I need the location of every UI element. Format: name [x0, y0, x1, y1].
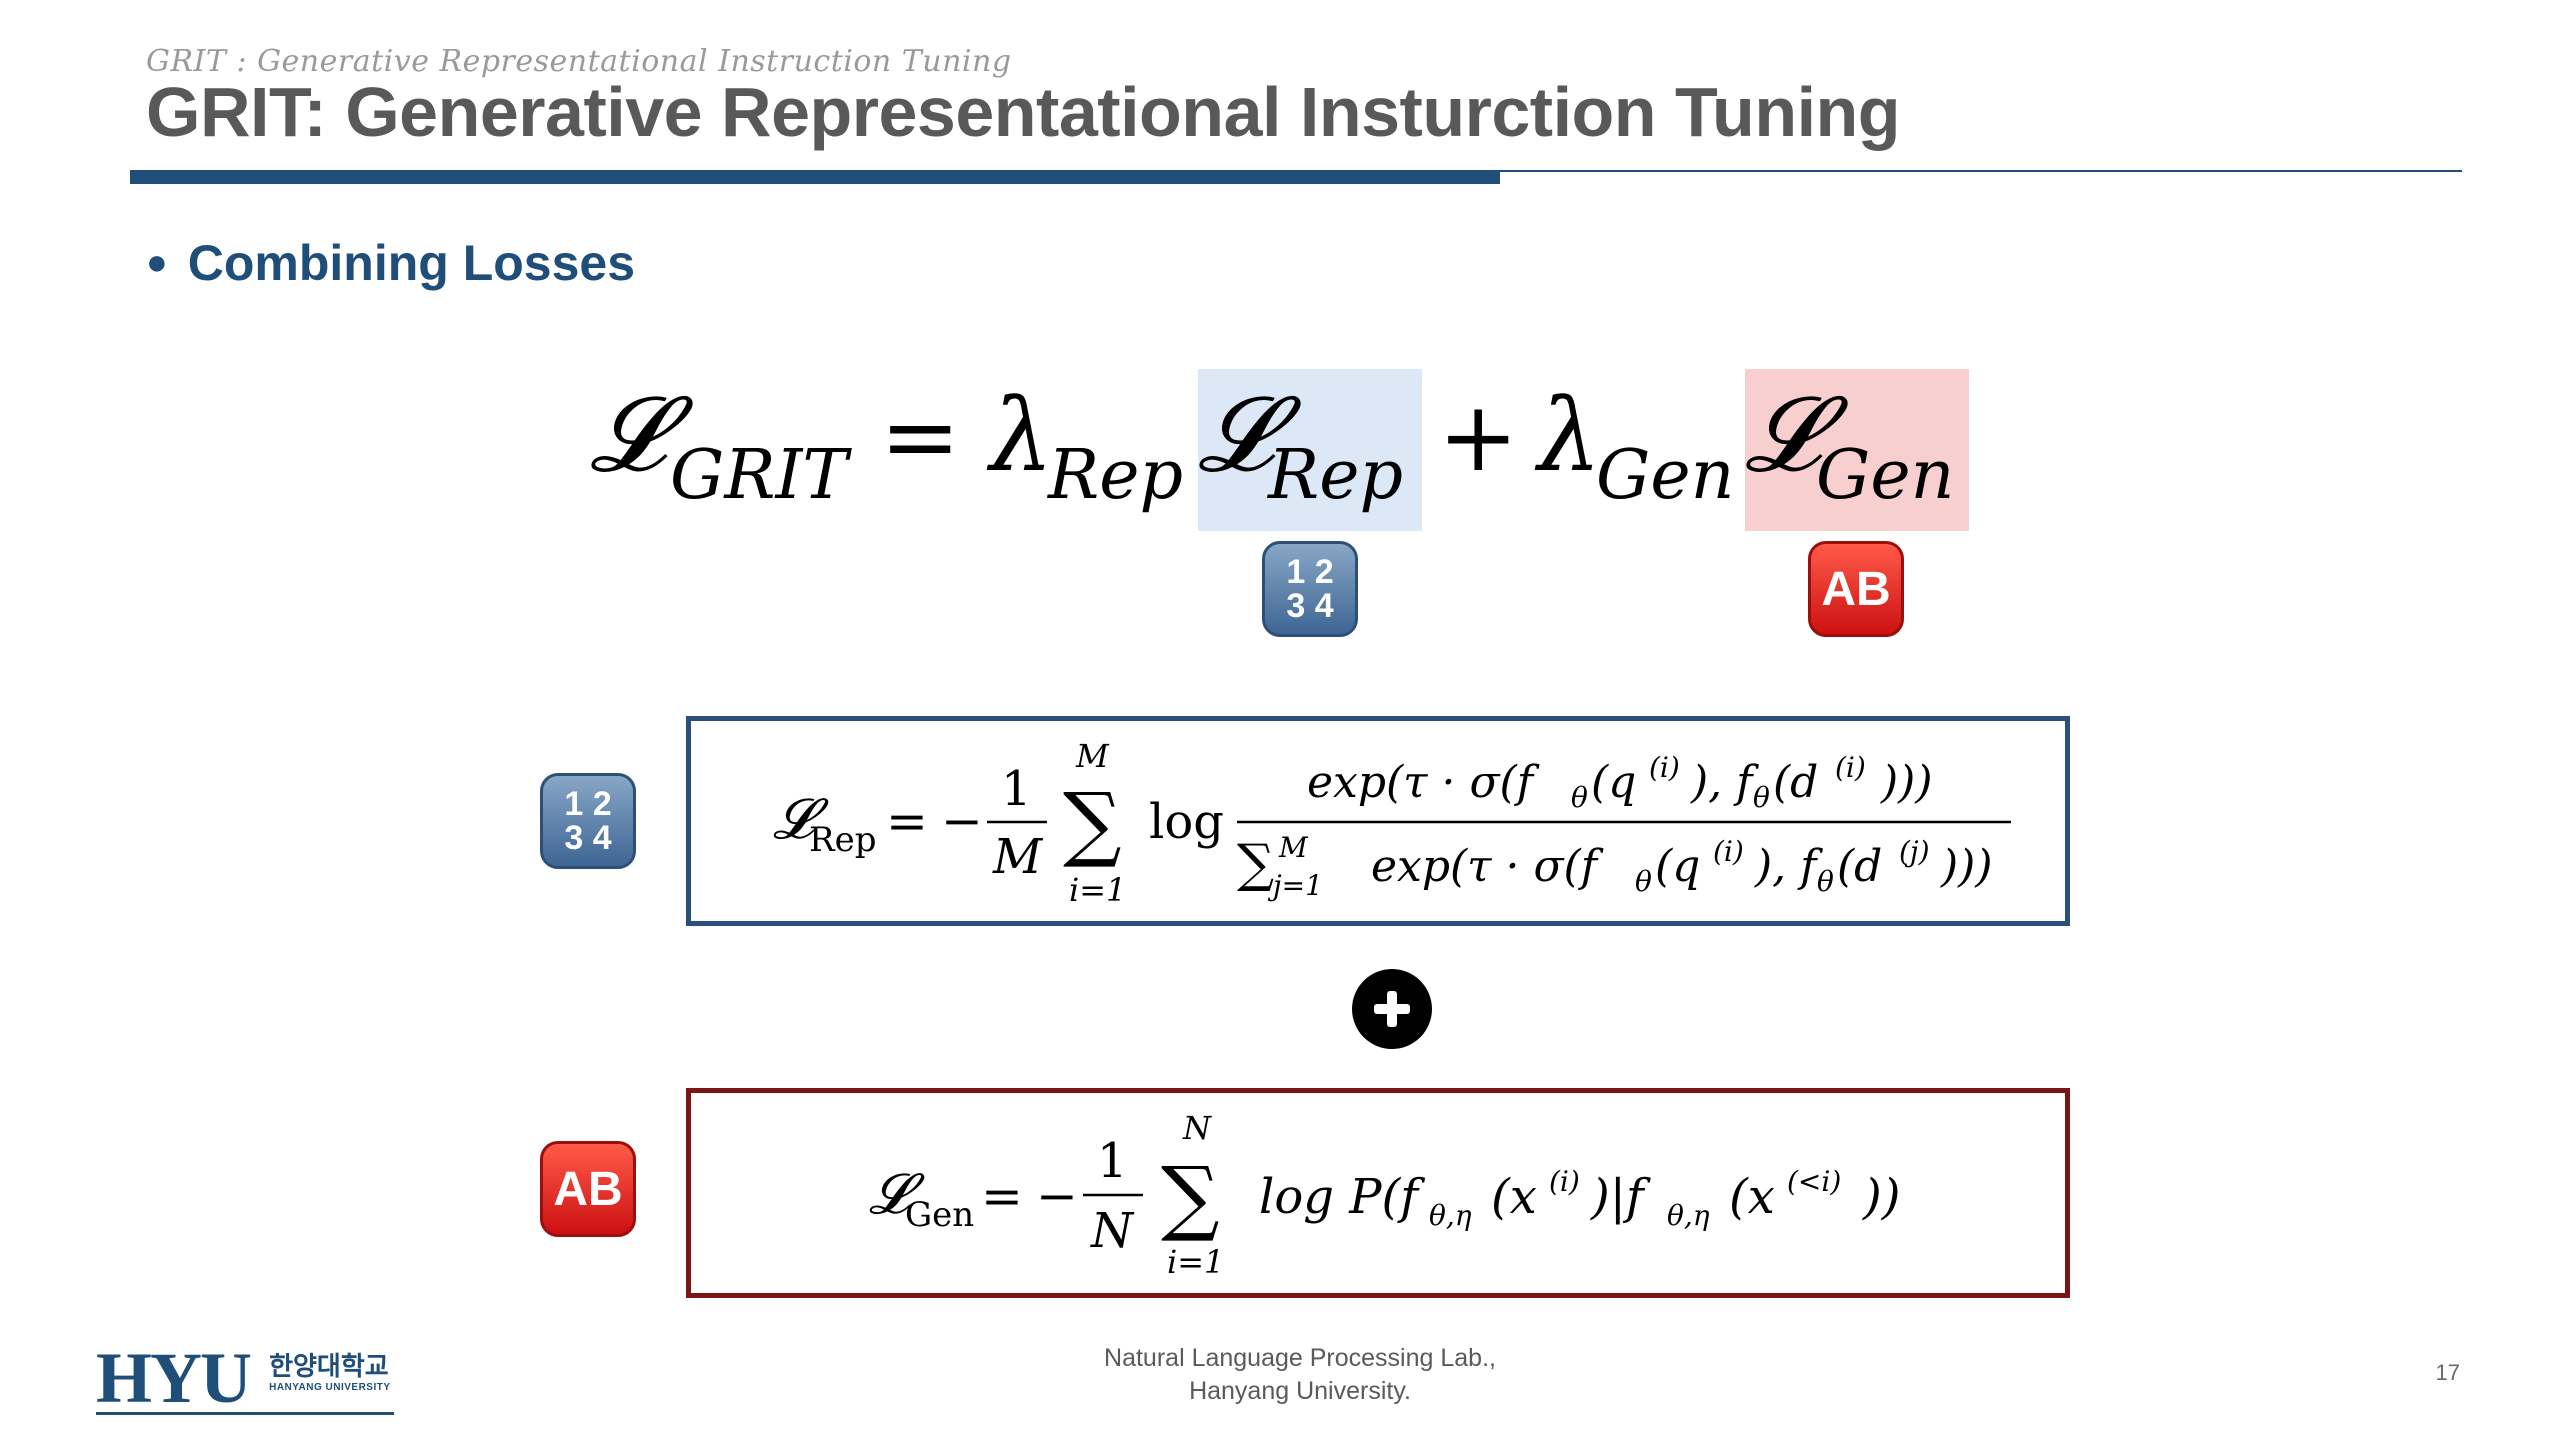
- lambda-rep: λ: [986, 377, 1053, 494]
- rep-loss-box: 𝓛 Rep = − 1 M M ∑ i=1 log exp(τ · σ(f θ …: [686, 716, 2070, 926]
- gen-minus: −: [1036, 1167, 1078, 1225]
- rep-frac-den: M: [992, 829, 1044, 885]
- lambda-rep-subscript: Rep: [1046, 436, 1183, 515]
- gen-end: )): [1862, 1169, 1900, 1225]
- equals-sign: =: [880, 381, 960, 493]
- rep-den-sup-i: (i): [1713, 835, 1744, 868]
- rep-den-theta2: θ: [1817, 865, 1834, 898]
- gen-highlight: [1745, 369, 1969, 531]
- loss-gen-subscript: Gen: [1816, 436, 1954, 515]
- lambda-gen: λ: [1534, 377, 1601, 494]
- gen-x-open-2: (x: [1729, 1169, 1775, 1225]
- gen-frac-den: N: [1090, 1203, 1135, 1259]
- page-number: 17: [2435, 1360, 2460, 1385]
- gen-bar: )|f: [1590, 1169, 1651, 1225]
- rep-sigma: ∑: [1063, 776, 1122, 871]
- bullet-dot-icon: ●: [146, 241, 168, 282]
- main-equation: 𝓛 GRIT = λ Rep 𝓛 Rep + λ Gen 𝓛 Gen: [590, 373, 1954, 515]
- rep-loss-formula: 𝓛 Rep = − 1 M M ∑ i=1 log exp(τ · σ(f θ …: [773, 737, 2011, 909]
- gen-log-p: log P(f: [1259, 1169, 1425, 1225]
- title-divider-thick: [130, 172, 1500, 184]
- rep-num-q: (q: [1591, 757, 1636, 808]
- loss-rep-subscript: Rep: [1266, 436, 1403, 515]
- gen-loss-icon: AB: [540, 1141, 636, 1237]
- footer-lab-line2: Hanyang University.: [1189, 1377, 1411, 1405]
- gen-sub-2: θ,η: [1667, 1199, 1710, 1232]
- gen-sigma: ∑: [1161, 1150, 1220, 1245]
- logo-korean: 한양대학교: [269, 1352, 389, 1382]
- lhs-subscript: GRIT: [670, 436, 852, 515]
- rep-num-sup-i2: (i): [1835, 751, 1866, 784]
- rep-sum-upper: M: [1075, 737, 1110, 775]
- gen-loss-formula: 𝓛 Gen = − 1 N N ∑ i=1 log P(f θ,η (x (i)…: [869, 1109, 1900, 1281]
- footer-lab: Natural Language Processing Lab., Hanyan…: [1030, 1342, 1570, 1408]
- rep-log: log: [1149, 794, 1224, 850]
- rep-num-theta: θ: [1571, 781, 1588, 814]
- gen-loss-box: 𝓛 Gen = − 1 N N ∑ i=1 log P(f θ,η (x (i)…: [686, 1088, 2070, 1298]
- rep-numerator: exp(τ · σ(f: [1307, 757, 1540, 808]
- rep-sum-lower: i=1: [1069, 871, 1126, 909]
- rep-num-d: ), f: [1690, 757, 1759, 808]
- rep-den-end: ))): [1940, 841, 1993, 892]
- title-divider-thin: [130, 170, 2462, 172]
- gen-lhs-sub: Gen: [905, 1195, 974, 1235]
- gen-sum-upper: N: [1182, 1109, 1212, 1147]
- bullet-item: ● Combining Losses: [146, 234, 635, 292]
- university-logo: HYU 한양대학교 HANYANG UNIVERSITY: [96, 1338, 394, 1418]
- rep-den-d2: (d: [1837, 841, 1882, 892]
- gen-sum-lower: i=1: [1167, 1243, 1224, 1281]
- rep-highlight: [1198, 369, 1422, 531]
- rep-num-theta2: θ: [1753, 781, 1770, 814]
- rep-minus: −: [941, 792, 983, 850]
- rep-den-sup-j: (j): [1899, 835, 1930, 868]
- rep-frac-num: 1: [1001, 761, 1032, 817]
- rep-den-sigma: ∑: [1237, 834, 1274, 894]
- rep-den-upper: M: [1278, 831, 1309, 864]
- logo-hyu: HYU: [96, 1338, 252, 1418]
- rep-den-q: (q: [1655, 841, 1700, 892]
- rep-num-d2: (d: [1773, 757, 1818, 808]
- plus-sign: +: [1438, 381, 1518, 493]
- footer-lab-line1: Natural Language Processing Lab.,: [1104, 1344, 1496, 1372]
- bullet-text: Combining Losses: [187, 235, 636, 291]
- rep-num-end: ))): [1880, 757, 1933, 808]
- gen-x-open: (x: [1491, 1169, 1537, 1225]
- slide-subtitle: GRIT : Generative Representational Instr…: [146, 44, 1012, 79]
- rep-den-theta: θ: [1635, 865, 1652, 898]
- logo-english: HANYANG UNIVERSITY: [269, 1382, 391, 1393]
- gen-eq: =: [981, 1167, 1023, 1225]
- gen-sup-lt: (<i): [1787, 1165, 1841, 1198]
- rep-den-d: ), f: [1754, 841, 1823, 892]
- rep-num-sup-i: (i): [1649, 751, 1680, 784]
- input-latin-uppercase-icon: AB: [1808, 541, 1904, 637]
- lambda-gen-subscript: Gen: [1596, 436, 1734, 515]
- rep-eq: =: [886, 792, 928, 850]
- gen-sub-1: θ,η: [1429, 1199, 1472, 1232]
- gen-frac-num: 1: [1097, 1133, 1128, 1189]
- slide-title: GRIT: Generative Representational Instur…: [146, 73, 1901, 151]
- rep-den-exp: exp(τ · σ(f: [1371, 841, 1604, 892]
- gen-sup-i: (i): [1549, 1165, 1580, 1198]
- logo-underline: [96, 1412, 394, 1415]
- rep-lhs-sub: Rep: [809, 820, 877, 860]
- heavy-plus-icon: [1352, 969, 1432, 1049]
- rep-den-lower: j=1: [1267, 869, 1323, 902]
